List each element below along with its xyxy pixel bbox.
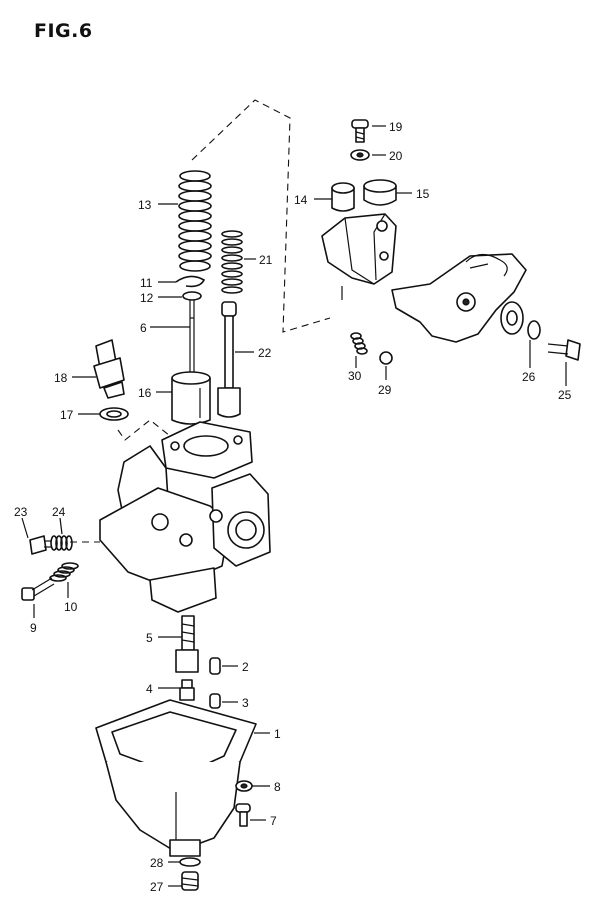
callout-9: 9 [30,621,37,635]
part-21-spring [221,230,243,294]
callout-8: 8 [274,780,281,794]
part-26-washer [500,301,541,340]
part-2-plug [209,657,221,675]
callout-20: 20 [389,149,403,163]
part-5-jet [175,615,199,673]
callout-1: 1 [274,727,281,741]
part-11-clip [175,275,206,288]
callout-29: 29 [378,383,392,397]
callout-25: 25 [558,388,572,402]
callout-14: 14 [294,193,308,207]
part-28-o-ring [179,857,201,867]
callout-22: 22 [258,346,272,360]
part-14-cap [331,182,355,212]
callout-10: 10 [64,600,78,614]
part-24-spring [50,535,73,551]
part-10-spring [49,562,79,582]
callout-26: 26 [522,370,536,384]
part-1-float-bowl [95,699,257,857]
callout-4: 4 [146,682,153,696]
part-6-needle [189,300,195,376]
callout-3: 3 [242,696,249,710]
part-22-plunger [217,301,241,418]
part-7-screw [235,803,251,827]
part-4-jet [179,679,195,701]
callout-23: 23 [14,505,28,519]
callout-16: 16 [138,386,152,400]
part-9-screw [21,577,55,601]
assembly-dash-lines [70,99,331,543]
part-17-gasket [99,407,129,421]
callout-27: 27 [150,880,164,894]
callout-12: 12 [140,291,154,305]
part-30-spring [350,332,368,355]
callout-30: 30 [348,369,362,383]
throttle-bracket [321,213,397,300]
callout-28: 28 [150,856,164,870]
part-19-screw [351,119,369,143]
callout-2: 2 [242,660,249,674]
callout-21: 21 [259,253,273,267]
callout-13: 13 [138,198,152,212]
callout-17: 17 [60,408,74,422]
part-8-washer [235,780,253,792]
callout-18: 18 [54,371,68,385]
callout-19: 19 [389,120,403,134]
part-16-throttle-valve [171,371,211,425]
callout-11: 11 [140,276,153,290]
part-23-screw [29,535,52,555]
part-3-plug [209,693,221,709]
leader-lines [21,125,567,887]
part-15-cap [363,179,397,206]
callout-6: 6 [140,321,147,335]
part-25-screw [547,339,581,361]
part-12-retainer [182,291,202,301]
part-29-ball [379,351,393,365]
part-27-plug [181,871,199,891]
carburetor-body [99,421,271,613]
part-13-spring [178,170,212,272]
callout-5: 5 [146,631,153,645]
callout-7: 7 [270,814,277,828]
callout-15: 15 [416,187,430,201]
lever-plate [391,253,527,343]
part-18-nipple [93,339,125,399]
callout-24: 24 [52,505,66,519]
figure-title: FIG.6 [34,20,93,42]
callout-labels: 19 20 14 15 13 21 11 12 6 22 30 29 26 25… [14,120,572,894]
